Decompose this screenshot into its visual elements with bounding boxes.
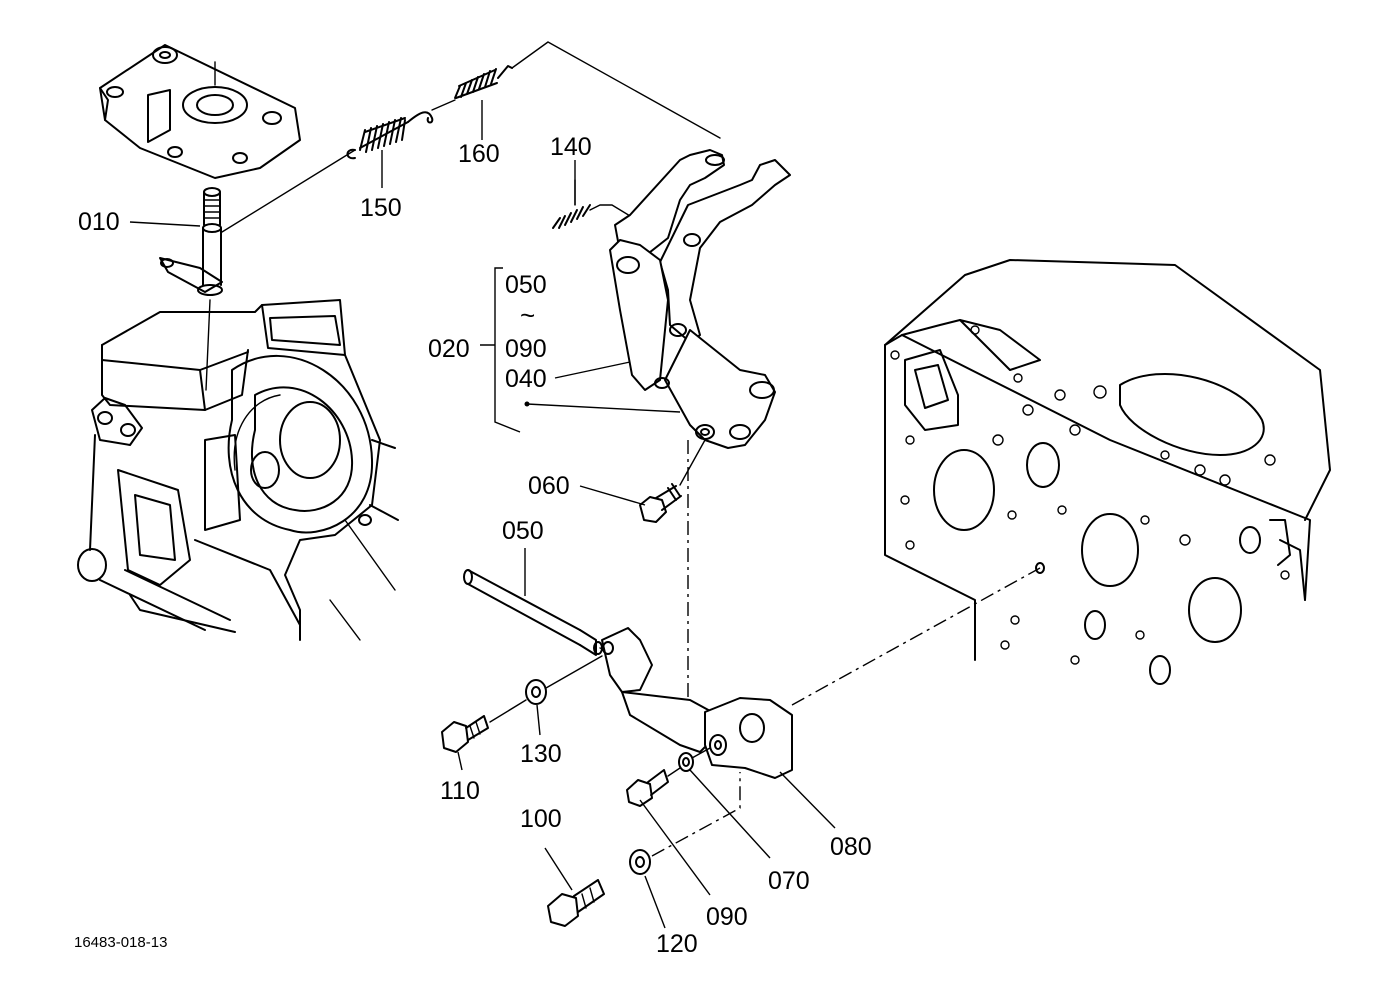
label-060: 060 [528, 472, 570, 500]
pin-010 [159, 187, 223, 391]
label-070: 070 [768, 867, 810, 895]
label-160: 160 [458, 140, 500, 168]
label-140: 140 [550, 133, 592, 161]
axis-line-to-block [791, 567, 1041, 706]
leader-lines [129, 100, 836, 929]
spring-160 [431, 41, 721, 139]
label-050-range-start: 050 [505, 271, 547, 299]
cover-plate [99, 44, 301, 179]
washer-070 [678, 747, 711, 772]
diagram-reference-number: 16483-018-13 [74, 934, 167, 951]
bolt-100 [547, 879, 605, 927]
label-090: 090 [706, 903, 748, 931]
bolt-060 [639, 439, 706, 523]
washer-130 [525, 655, 603, 705]
label-110: 110 [440, 777, 480, 805]
label-090-range-end: 090 [505, 335, 547, 363]
label-010: 010 [78, 208, 120, 236]
bolt-110 [441, 699, 527, 753]
label-020: 020 [428, 335, 470, 363]
engine-block [884, 259, 1331, 685]
label-120: 120 [656, 930, 698, 958]
label-040: 040 [505, 365, 547, 393]
gear-case-housing [77, 299, 399, 641]
label-050: 050 [502, 517, 544, 545]
bolt-090 [626, 767, 681, 807]
label-range-tilde: ~ [520, 300, 535, 330]
shaft-050 [463, 569, 613, 656]
label-130: 130 [520, 740, 562, 768]
group-bracket-020 [480, 267, 521, 433]
lever-080 [601, 627, 793, 779]
label-080: 080 [830, 833, 872, 861]
label-150: 150 [360, 194, 402, 222]
fork-lever-040 [609, 149, 791, 449]
washer-120 [629, 772, 741, 875]
spring-150 [221, 111, 434, 233]
label-100: 100 [520, 805, 562, 833]
